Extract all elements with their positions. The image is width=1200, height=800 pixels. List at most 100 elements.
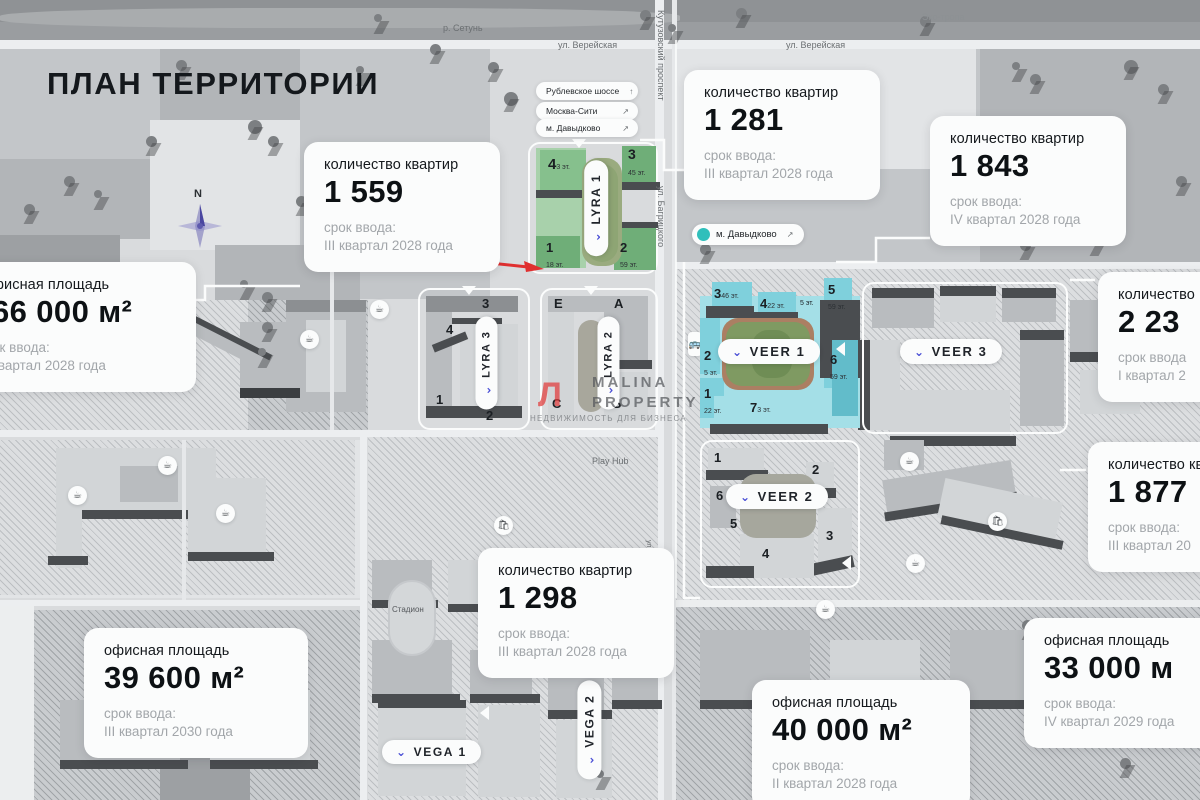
nav-chip-moscow-city[interactable]: Москва-Сити ↗ (536, 102, 638, 120)
watermark-title-2: PROPERTY (592, 394, 699, 411)
card-value: 1 877 (1108, 474, 1188, 509)
arrow-diagonal-icon: ↗ (786, 230, 794, 239)
complex-name: LYRA 1 (589, 173, 604, 225)
label-play-hub: Play Hub (592, 456, 629, 466)
amenity-icon: ☕ (370, 300, 389, 319)
card-sub-label: срок ввода (1118, 349, 1187, 365)
building-number: 3 (482, 296, 490, 311)
complex-label-veer-2[interactable]: ⌄ VEER 2 (726, 484, 828, 509)
brand-mark-icon: ⌄ (740, 489, 752, 504)
amenity-icon: ☕ (300, 330, 319, 349)
amenity-icon: ☕ (900, 452, 919, 471)
card-label: количество квартир (950, 131, 1085, 147)
info-card-40000[interactable]: офисная площадь 40 000 м² срок ввода: II… (752, 680, 970, 800)
card-sub-value: III квартал 20 (1108, 538, 1191, 554)
card-sub: срок ввода: II квартал 2028 года (772, 757, 950, 794)
card-value: 33 000 м (1044, 650, 1174, 685)
complex-label-lyra-1[interactable]: ⌄ LYRA 1 (584, 159, 609, 257)
building-number: 5 эт. (800, 300, 814, 307)
info-card-1877[interactable]: количество кв 1 877 срок ввода: III квар… (1088, 442, 1200, 572)
building-number: 4 (446, 322, 454, 337)
card-value: 2 23 (1118, 304, 1180, 339)
card-sub-label: срок ввода: (1108, 519, 1180, 535)
compass-icon (178, 204, 222, 248)
card-sub: срок ввода: III квартал 2028 года (324, 219, 480, 256)
card-sub-label: срок ввода: (704, 147, 776, 163)
card-value: 40 000 м² (772, 712, 913, 747)
info-card-39600[interactable]: офисная площадь 39 600 м² срок ввода: II… (84, 628, 308, 758)
building-number: 4 (762, 546, 770, 561)
complex-name: VEGA 2 (582, 694, 597, 748)
nav-chip-davydkovo[interactable]: м. Давыдково ↗ (536, 119, 638, 137)
compass-rose: N (176, 188, 224, 250)
plot-lyra-1[interactable] (528, 142, 658, 274)
building-number: 2 (812, 462, 820, 477)
building-number: 3 (826, 528, 834, 543)
watermark-subtitle: НЕДВИЖИМОСТЬ ДЛЯ БИЗНЕСА (530, 414, 687, 423)
card-sub: срок ввода: III квартал 20 (1108, 519, 1200, 556)
card-sub-value: IV квартал 2029 года (1044, 714, 1175, 730)
building-number: 1 (436, 392, 444, 407)
info-card-1281[interactable]: количество квартир 1 281 срок ввода: III… (684, 70, 880, 200)
card-sub: ок ввода: квартал 2028 года (0, 339, 176, 376)
label-street-kutuzovsky: Кутузовский проспект (656, 10, 666, 101)
card-label: офисная площадь (772, 695, 898, 711)
complex-name: VEER 1 (749, 344, 806, 359)
amenity-icon: ☕ (68, 486, 87, 505)
plot-veer-3[interactable] (862, 282, 1068, 434)
complex-label-vega-1[interactable]: ⌄ VEGA 1 (382, 740, 481, 764)
card-sub: срок ввода: IV квартал 2029 года (1044, 695, 1200, 732)
amenity-icon: ☕ (816, 600, 835, 619)
info-card-66000[interactable]: фисная площадь 66 000 м² ок ввода: кварт… (0, 262, 196, 392)
compass-north-label: N (194, 188, 202, 200)
card-sub-value: III квартал 2028 года (498, 644, 627, 660)
metro-chip-davydkovo[interactable]: м. Давыдково ↗ (692, 224, 805, 245)
complex-label-lyra-3[interactable]: ⌄ LYRA 3 (475, 316, 498, 410)
card-sub: срок ввода: III квартал 2030 года (104, 705, 288, 742)
watermark: Л MALINA PROPERTY НЕДВИЖИМОСТЬ ДЛЯ БИЗНЕ… (530, 368, 720, 428)
arrow-diagonal-icon: ↗ (622, 123, 629, 133)
card-sub: срок ввода: III квартал 2028 года (704, 147, 860, 184)
complex-label-veer-3[interactable]: ⌄ VEER 3 (900, 339, 1002, 364)
amenity-icon: ☕ (158, 456, 177, 475)
card-label: офисная площадь (104, 643, 230, 659)
nav-chip-label: Москва-Сити (546, 106, 598, 116)
stadium-shape (388, 580, 436, 656)
info-card-33000[interactable]: офисная площадь 33 000 м срок ввода: IV … (1024, 618, 1200, 748)
info-card-1843[interactable]: количество квартир 1 843 срок ввода: IV … (930, 116, 1126, 246)
complex-label-veer-1[interactable]: ⌄ VEER 1 (718, 339, 820, 364)
entry-marker (572, 139, 586, 148)
road-vereiskaya (0, 40, 1200, 49)
card-label: количество (1118, 287, 1195, 303)
brand-mark-icon: ⌄ (732, 344, 744, 359)
complex-name: LYRA 3 (480, 330, 493, 378)
arrow-diagonal-icon: ↗ (622, 106, 629, 116)
amenity-icon: 🛍 (988, 512, 1007, 531)
building-number: 6 (716, 488, 724, 503)
card-sub-value: квартал 2028 года (0, 358, 106, 374)
plot-lyra-2[interactable] (540, 288, 658, 430)
card-sub-label: срок ввода: (772, 757, 844, 773)
page-title: ПЛАН ТЕРРИТОРИИ (47, 66, 380, 101)
info-card-1298[interactable]: количество квартир 1 298 срок ввода: III… (478, 548, 674, 678)
card-value: 66 000 м² (0, 294, 133, 329)
card-value: 1 559 (324, 174, 404, 209)
complex-label-vega-2[interactable]: ⌄ VEGA 2 (577, 680, 602, 780)
label-street-bagritskogo: ул. Багрицкого (656, 186, 666, 248)
entry-marker (842, 556, 851, 570)
info-card-1559[interactable]: количество квартир 1 559 срок ввода: III… (304, 142, 500, 272)
card-value: 1 843 (950, 148, 1030, 183)
info-card-2230[interactable]: количество 2 23 срок ввода I квартал 2 (1098, 272, 1200, 402)
plot-veer-2[interactable] (700, 440, 860, 588)
nav-chip-rublevskoe[interactable]: Рублевское шоссе ↑ (536, 82, 638, 100)
complex-name: VEER 3 (931, 344, 988, 359)
card-label: количество квартир (498, 563, 633, 579)
arrow-up-icon: ↑ (629, 86, 634, 96)
label-street-vereiskaya-right: ул. Верейская (786, 40, 846, 50)
complex-name: VEER 2 (757, 489, 814, 504)
label-street-vereiskaya-left: ул. Верейская (558, 40, 618, 50)
brand-mark-icon: ⌄ (589, 230, 604, 243)
card-sub: срок ввода I квартал 2 (1118, 349, 1200, 386)
